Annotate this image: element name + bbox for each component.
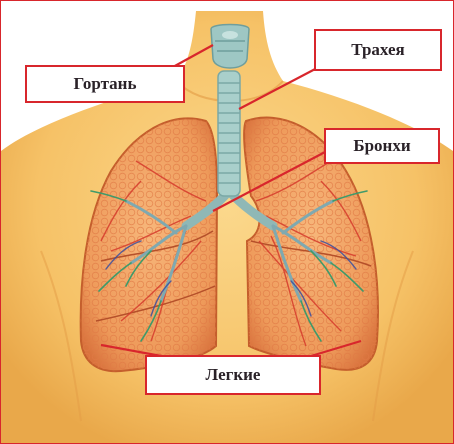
label-lungs: Легкие bbox=[145, 355, 321, 395]
trachea-icon bbox=[218, 71, 240, 196]
label-bronchi: Бронхи bbox=[324, 128, 440, 164]
label-trachea: Трахея bbox=[314, 29, 442, 71]
label-larynx: Гортань bbox=[25, 65, 185, 103]
larynx-icon bbox=[211, 25, 249, 69]
